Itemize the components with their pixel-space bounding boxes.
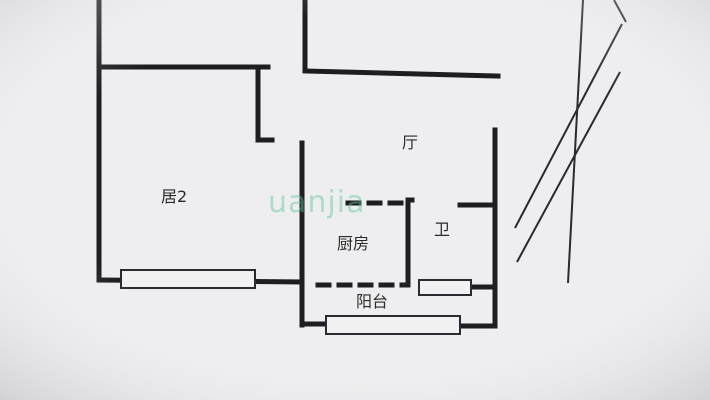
floor-plan-drawing: uanjia 居2 厅 厨房 卫 阳台 bbox=[0, 0, 710, 400]
photo-vignette bbox=[0, 0, 710, 400]
floor-plan-photo: uanjia 居2 厅 厨房 卫 阳台 bbox=[0, 0, 710, 400]
